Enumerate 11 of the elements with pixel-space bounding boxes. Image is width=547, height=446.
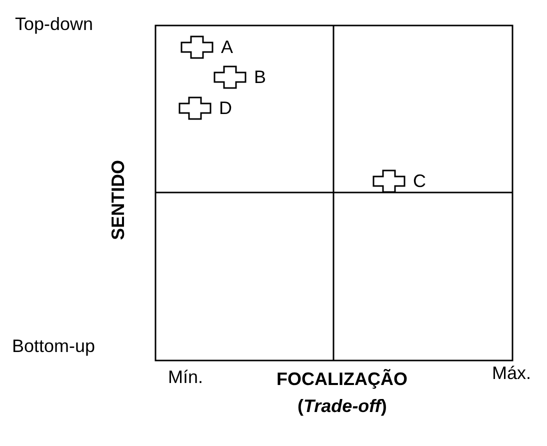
axis-end-label: Top-down	[15, 13, 94, 35]
axis-title: SENTIDO	[107, 160, 129, 240]
axis-end-label: Máx.	[492, 362, 532, 384]
marker-label: A	[221, 36, 234, 59]
axis-end-label: Bottom-up	[12, 335, 96, 357]
marker-label: D	[219, 97, 232, 120]
axis-end-label: Mín.	[168, 366, 204, 388]
axis-title: (Trade-off)	[298, 395, 387, 417]
marker-label: B	[254, 66, 266, 89]
axis-title: FOCALIZAÇÃO	[276, 368, 408, 390]
marker-label: C	[413, 170, 426, 193]
